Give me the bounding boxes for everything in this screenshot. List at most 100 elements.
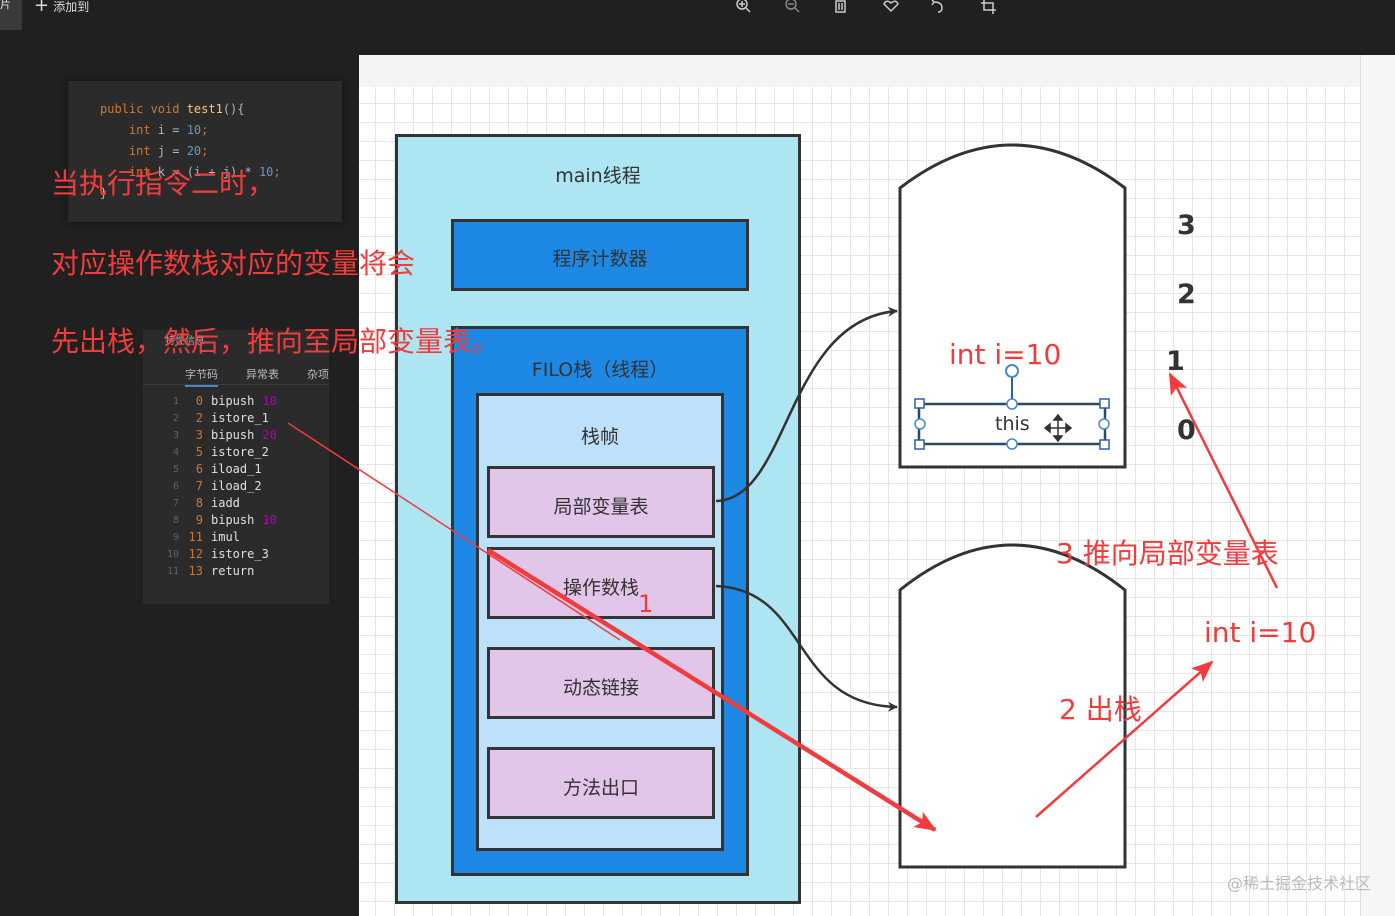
- code-line: }: [100, 186, 108, 200]
- watermark: @稀土掘金技术社区: [1226, 874, 1371, 893]
- program-counter-box: 程序计数器: [451, 219, 749, 291]
- move-cursor-icon: [1043, 413, 1073, 443]
- rotate-icon[interactable]: [931, 0, 943, 13]
- bytecode-offset: 3: [195, 428, 203, 442]
- filo-stack-label: FILO栈（线程）: [531, 359, 669, 381]
- value-label-top: int i=10: [949, 338, 1062, 371]
- code-line: public void test1(){: [100, 102, 245, 116]
- favorite-icon[interactable]: [883, 0, 899, 13]
- bytecode-offset: 12: [188, 547, 203, 561]
- top-toolbar: 片 + 添加到: [0, 0, 1395, 30]
- bytecode-tabs: 字节码 异常表 杂项: [143, 360, 329, 387]
- method-exit-slot[interactable]: 方法出口: [487, 747, 715, 819]
- opcode: bipush: [211, 394, 255, 408]
- tab-misc[interactable]: 杂项: [307, 368, 329, 381]
- bytecode-offset: 5: [195, 445, 203, 459]
- program-counter-label: 程序计数器: [552, 248, 648, 270]
- opcode: iadd: [211, 496, 240, 510]
- bytecode-offset: 9: [195, 513, 203, 527]
- bytecode-offset: 6: [195, 462, 203, 476]
- delete-icon[interactable]: [835, 0, 846, 13]
- zoom-in-icon[interactable]: [736, 0, 751, 13]
- opcode: return: [211, 564, 255, 578]
- bytecode-op: bipush 10: [211, 394, 277, 408]
- annotation-line-2: 对应操作数栈对应的变量将会: [51, 247, 416, 280]
- step2-arrow: [1035, 660, 1214, 818]
- connector-operand-stack: [715, 584, 898, 712]
- bytecode-op: bipush 20: [211, 428, 277, 442]
- annotation-line-3: 先出栈，然后，推向至局部变量表。: [51, 325, 500, 358]
- opcode-argument: 10: [262, 513, 277, 527]
- bytecode-offset: 13: [188, 564, 203, 578]
- line-number: 11: [166, 566, 179, 577]
- tab-exception-table[interactable]: 异常表: [246, 368, 279, 381]
- line-number: 10: [166, 549, 179, 560]
- opcode-argument: 20: [262, 428, 277, 442]
- add-to-button[interactable]: + 添加到: [34, 0, 89, 22]
- main-thread-label: main线程: [555, 165, 641, 187]
- step3-arrow: [1168, 372, 1279, 589]
- dynamic-linking-slot[interactable]: 动态链接: [487, 647, 715, 719]
- operand-stack-slot[interactable]: 操作数栈: [487, 547, 715, 619]
- line-number: 3: [172, 430, 179, 441]
- connector-local-vars: [715, 306, 898, 503]
- opcode: bipush: [211, 428, 255, 442]
- bytecode-op: istore_2: [211, 445, 269, 459]
- step1-arrow: [486, 548, 937, 832]
- slot-index-2: 2: [1177, 279, 1196, 310]
- bytecode-op: imul: [211, 530, 240, 544]
- bytecode-row[interactable]: 9 11 imul: [143, 530, 329, 547]
- slot-index-0: 0: [1177, 415, 1196, 446]
- opcode: imul: [211, 530, 240, 544]
- add-to-label: 添加到: [53, 0, 90, 14]
- bytecode-op: return: [211, 564, 254, 578]
- step2-label: 2 出栈: [1059, 693, 1142, 726]
- code-panel: public void test1(){ int i = 10; int j =…: [68, 81, 342, 222]
- highlight-thin-line: [287, 422, 621, 641]
- bytecode-header: 特性信息: [165, 336, 205, 347]
- bytecode-row[interactable]: 2 2 istore_1: [143, 411, 329, 428]
- local-variable-table-shape: [898, 143, 1127, 469]
- opcode: istore_1: [211, 411, 269, 425]
- this-variable-selection[interactable]: [914, 364, 1110, 450]
- opcode-argument: 10: [262, 394, 277, 408]
- bytecode-offset: 11: [188, 530, 203, 544]
- annotation-line-1: 当执行指令二时，: [51, 167, 276, 200]
- this-label: this: [995, 413, 1030, 435]
- left-tab-stub[interactable]: 片: [0, 0, 22, 30]
- line-number: 8: [172, 515, 179, 526]
- line-number: 7: [172, 498, 179, 509]
- plus-icon: +: [34, 0, 50, 16]
- line-number: 9: [172, 532, 179, 543]
- crop-icon[interactable]: [981, 0, 996, 14]
- bytecode-offset: 2: [195, 411, 203, 425]
- value-label-right: int i=10: [1204, 616, 1317, 649]
- step3-label: 3 推向局部变量表: [1056, 537, 1279, 570]
- bytecode-row[interactable]: 11 13 return: [143, 564, 329, 581]
- local-variable-table-label: 局部变量表: [553, 496, 649, 518]
- tab-bytecode[interactable]: 字节码: [185, 366, 218, 387]
- bytecode-op: iload_2: [211, 479, 262, 493]
- code-line: int j = 20;: [100, 144, 209, 158]
- method-exit-label: 方法出口: [562, 777, 639, 799]
- line-number: 1: [172, 396, 179, 407]
- opcode: istore_2: [211, 445, 269, 459]
- slot-index-1: 1: [1166, 346, 1185, 377]
- bytecode-row[interactable]: 3 3 bipush 20: [143, 428, 329, 445]
- canvas-scrollbar[interactable]: [1360, 55, 1395, 916]
- local-variable-table-slot[interactable]: 局部变量表: [487, 466, 715, 538]
- zoom-out-icon[interactable]: [785, 0, 800, 13]
- step1-label: 1: [638, 590, 654, 618]
- bytecode-offset: 0: [195, 394, 203, 408]
- line-number: 2: [172, 413, 179, 424]
